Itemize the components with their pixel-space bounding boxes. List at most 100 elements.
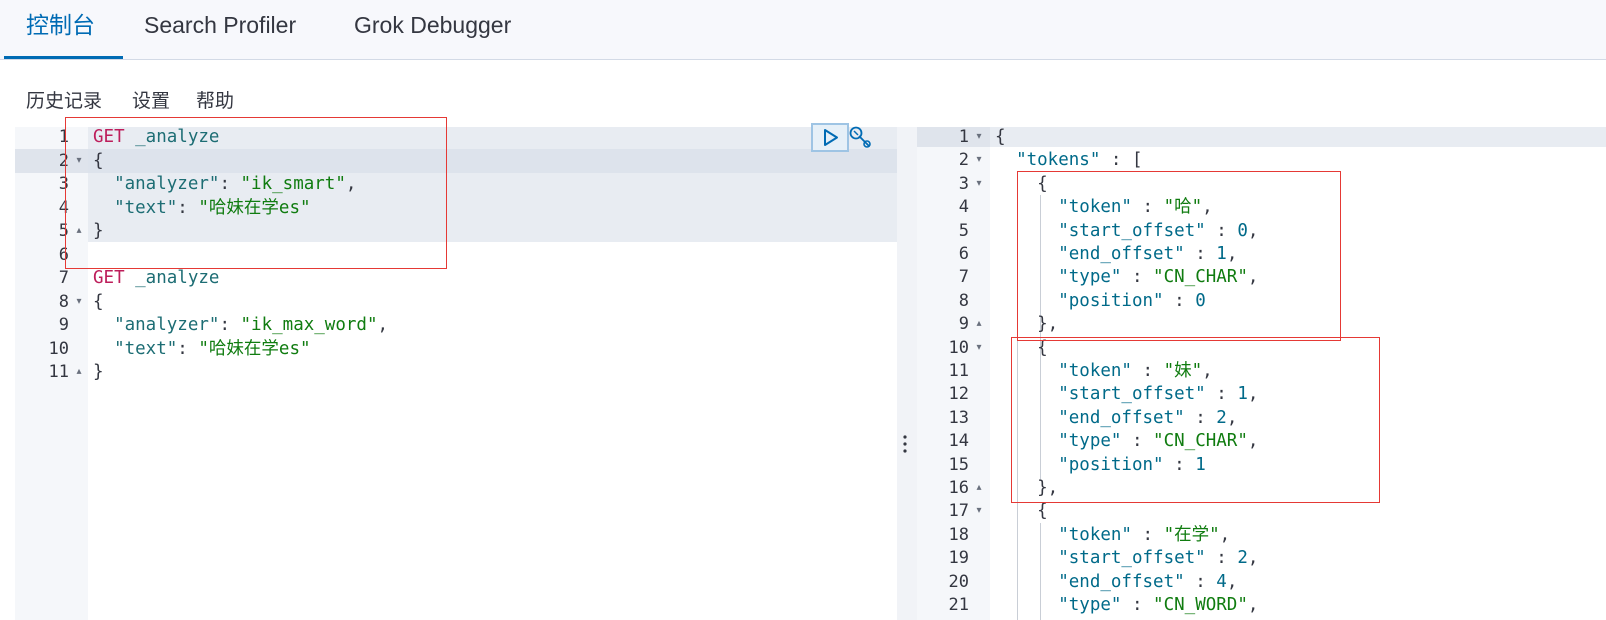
line-number: 10 <box>48 338 69 359</box>
code-token: "token" <box>1058 197 1132 218</box>
code-line[interactable]: "analyzer": "ik_max_word", <box>93 313 388 337</box>
code-token: 0 <box>1195 290 1206 311</box>
code-token: } <box>93 221 104 241</box>
code-line[interactable]: "type" : "CN_CHAR", <box>995 265 1258 289</box>
line-number: 1 <box>958 127 969 147</box>
code-token: 1 <box>1216 244 1227 264</box>
code-line[interactable]: }, <box>995 312 1058 336</box>
line-number: 15 <box>948 454 969 475</box>
code-line[interactable]: "analyzer": "ik_smart", <box>93 172 356 196</box>
fold-toggle-icon[interactable]: ▾ <box>976 177 982 189</box>
code-token: "哈妹在学es" <box>198 197 311 218</box>
code-token: "start_offset" <box>1058 384 1206 405</box>
code-token: "token" <box>1058 524 1132 545</box>
code-line[interactable]: "end_offset" : 2, <box>995 406 1237 430</box>
fold-toggle-icon[interactable]: ▾ <box>76 295 82 307</box>
code-token: , <box>1247 595 1259 615</box>
code-token: , <box>1247 548 1259 569</box>
code-token: , <box>377 315 389 335</box>
code-token: GET <box>93 268 125 288</box>
code-line[interactable]: "text": "哈妹在学es" <box>93 196 311 220</box>
code-token: "analyzer" <box>114 174 220 194</box>
code-token: "在学" <box>1163 524 1220 545</box>
code-token: : [ <box>1100 150 1143 171</box>
tab-search-profiler[interactable]: Search Profiler <box>144 12 297 38</box>
menu-settings[interactable]: 设置 <box>132 91 171 112</box>
request-options-button[interactable] <box>848 124 874 152</box>
code-token: : <box>1121 595 1154 615</box>
code-line[interactable]: "start_offset" : 0, <box>995 219 1258 243</box>
code-token <box>93 339 114 359</box>
fold-end-icon[interactable]: ▴ <box>976 318 982 330</box>
fold-toggle-icon[interactable]: ▾ <box>976 505 982 517</box>
code-token: "tokens" <box>1016 150 1101 171</box>
tab-console[interactable]: 控制台 <box>26 12 95 38</box>
code-line[interactable]: "end_offset" : 4, <box>995 570 1237 594</box>
code-line[interactable]: "end_offset" : 1, <box>995 242 1237 266</box>
code-token: _analyze <box>124 127 220 147</box>
code-token: { <box>995 173 1048 194</box>
code-line[interactable]: } <box>93 360 104 384</box>
code-line[interactable]: { <box>995 127 1006 149</box>
code-line[interactable]: { <box>93 290 104 314</box>
fold-end-icon[interactable]: ▴ <box>76 225 82 236</box>
code-line[interactable]: "start_offset" : 1, <box>995 382 1258 406</box>
line-number: 9 <box>58 315 69 335</box>
fold-toggle-icon[interactable]: ▾ <box>76 154 82 166</box>
code-line[interactable]: { <box>995 336 1048 360</box>
code-line[interactable]: { <box>995 499 1048 523</box>
response-editor[interactable]: 1▾{2▾ "tokens" : [3▾ {4 "token" : "哈",5 … <box>917 127 1606 620</box>
code-token: : <box>1131 361 1164 381</box>
code-token: : <box>1184 407 1217 428</box>
code-line[interactable]: { <box>995 172 1048 196</box>
code-line[interactable]: "type" : "CN_CHAR", <box>995 429 1258 453</box>
fold-toggle-icon[interactable]: ▾ <box>976 341 982 353</box>
top-tab-bar: 控制台 Search Profiler Grok Debugger <box>0 0 1606 60</box>
code-token: 4 <box>1216 571 1227 592</box>
code-line[interactable]: GET _analyze <box>93 266 219 290</box>
fold-end-icon[interactable]: ▴ <box>976 482 982 493</box>
line-number: 14 <box>948 431 969 452</box>
code-line[interactable]: "token" : "在学", <box>995 523 1230 547</box>
code-token: 0 <box>1237 220 1248 241</box>
menu-help[interactable]: 帮助 <box>196 91 235 112</box>
code-line[interactable]: "start_offset" : 2, <box>995 546 1258 570</box>
code-line[interactable]: { <box>93 149 104 173</box>
line-number: 3 <box>58 174 69 194</box>
code-token: "end_offset" <box>1058 571 1185 592</box>
fold-end-icon[interactable]: ▴ <box>76 366 82 377</box>
code-token: 2 <box>1216 407 1227 428</box>
response-active-line-gutter <box>917 127 990 147</box>
code-token: "CN_CHAR" <box>1153 431 1248 452</box>
code-token: : <box>219 174 241 194</box>
run-request-button[interactable] <box>811 123 849 152</box>
code-token: : <box>1205 384 1238 405</box>
code-line[interactable]: }, <box>995 476 1058 500</box>
code-token: , <box>1219 524 1231 545</box>
code-token: 1 <box>1237 384 1248 405</box>
line-number: 4 <box>58 197 69 218</box>
pane-resizer[interactable] <box>897 127 917 620</box>
code-line[interactable]: "position" : 1 <box>995 453 1206 477</box>
fold-toggle-icon[interactable]: ▾ <box>976 154 982 166</box>
resizer-dots-icon <box>903 435 907 453</box>
code-line[interactable]: "position" : 0 <box>995 289 1206 313</box>
code-line[interactable]: "token" : "哈", <box>995 195 1213 219</box>
code-line[interactable]: GET _analyze <box>93 127 219 149</box>
line-number: 1 <box>58 127 69 147</box>
code-token: "妹" <box>1163 361 1203 381</box>
code-token: , <box>1226 244 1238 264</box>
tab-grok-debugger[interactable]: Grok Debugger <box>354 12 512 38</box>
code-line[interactable]: "text": "哈妹在学es" <box>93 337 310 361</box>
code-line[interactable]: "type" : "CN_WORD", <box>995 593 1258 617</box>
code-token: } <box>93 362 104 382</box>
fold-toggle-icon[interactable]: ▾ <box>976 131 982 142</box>
code-line[interactable]: "token" : "妹", <box>995 359 1213 383</box>
code-token: , <box>1226 407 1238 428</box>
code-token <box>995 455 1058 475</box>
code-line[interactable]: } <box>93 219 104 243</box>
menu-history[interactable]: 历史记录 <box>26 91 103 112</box>
code-line[interactable]: "tokens" : [ <box>995 148 1143 172</box>
code-token: "type" <box>1058 431 1122 452</box>
